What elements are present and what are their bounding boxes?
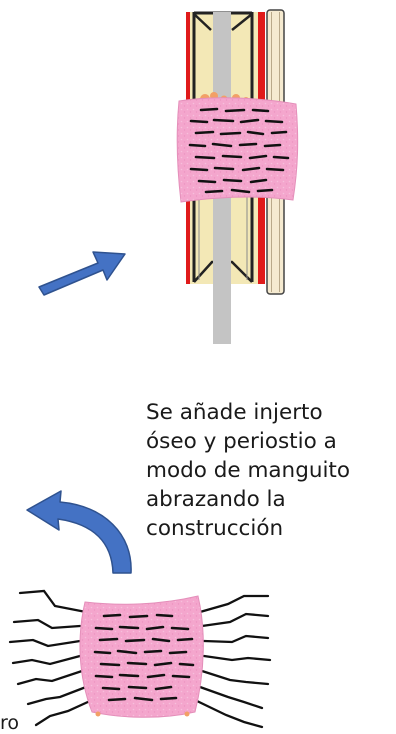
caption-line: modo de manguito xyxy=(146,458,351,483)
caption-line: Se añade injerto xyxy=(146,400,323,425)
caption-line: óseo y periostio a xyxy=(146,429,337,454)
caption-line: abrazando la xyxy=(146,487,286,512)
periosteum-sleeve-bottom xyxy=(8,589,272,729)
caption-line: construcción xyxy=(146,516,284,541)
edge-label: ro xyxy=(0,712,20,734)
graft-fragments xyxy=(95,711,190,717)
caption-text: Se añade injerto óseo y periostio a modo… xyxy=(146,398,391,543)
suture-threads xyxy=(8,589,272,729)
arrow-curved-icon xyxy=(26,490,132,574)
periosteum-sleeve-top xyxy=(176,97,299,203)
bone-construction xyxy=(176,9,299,344)
arrow-straight-icon xyxy=(38,251,126,296)
